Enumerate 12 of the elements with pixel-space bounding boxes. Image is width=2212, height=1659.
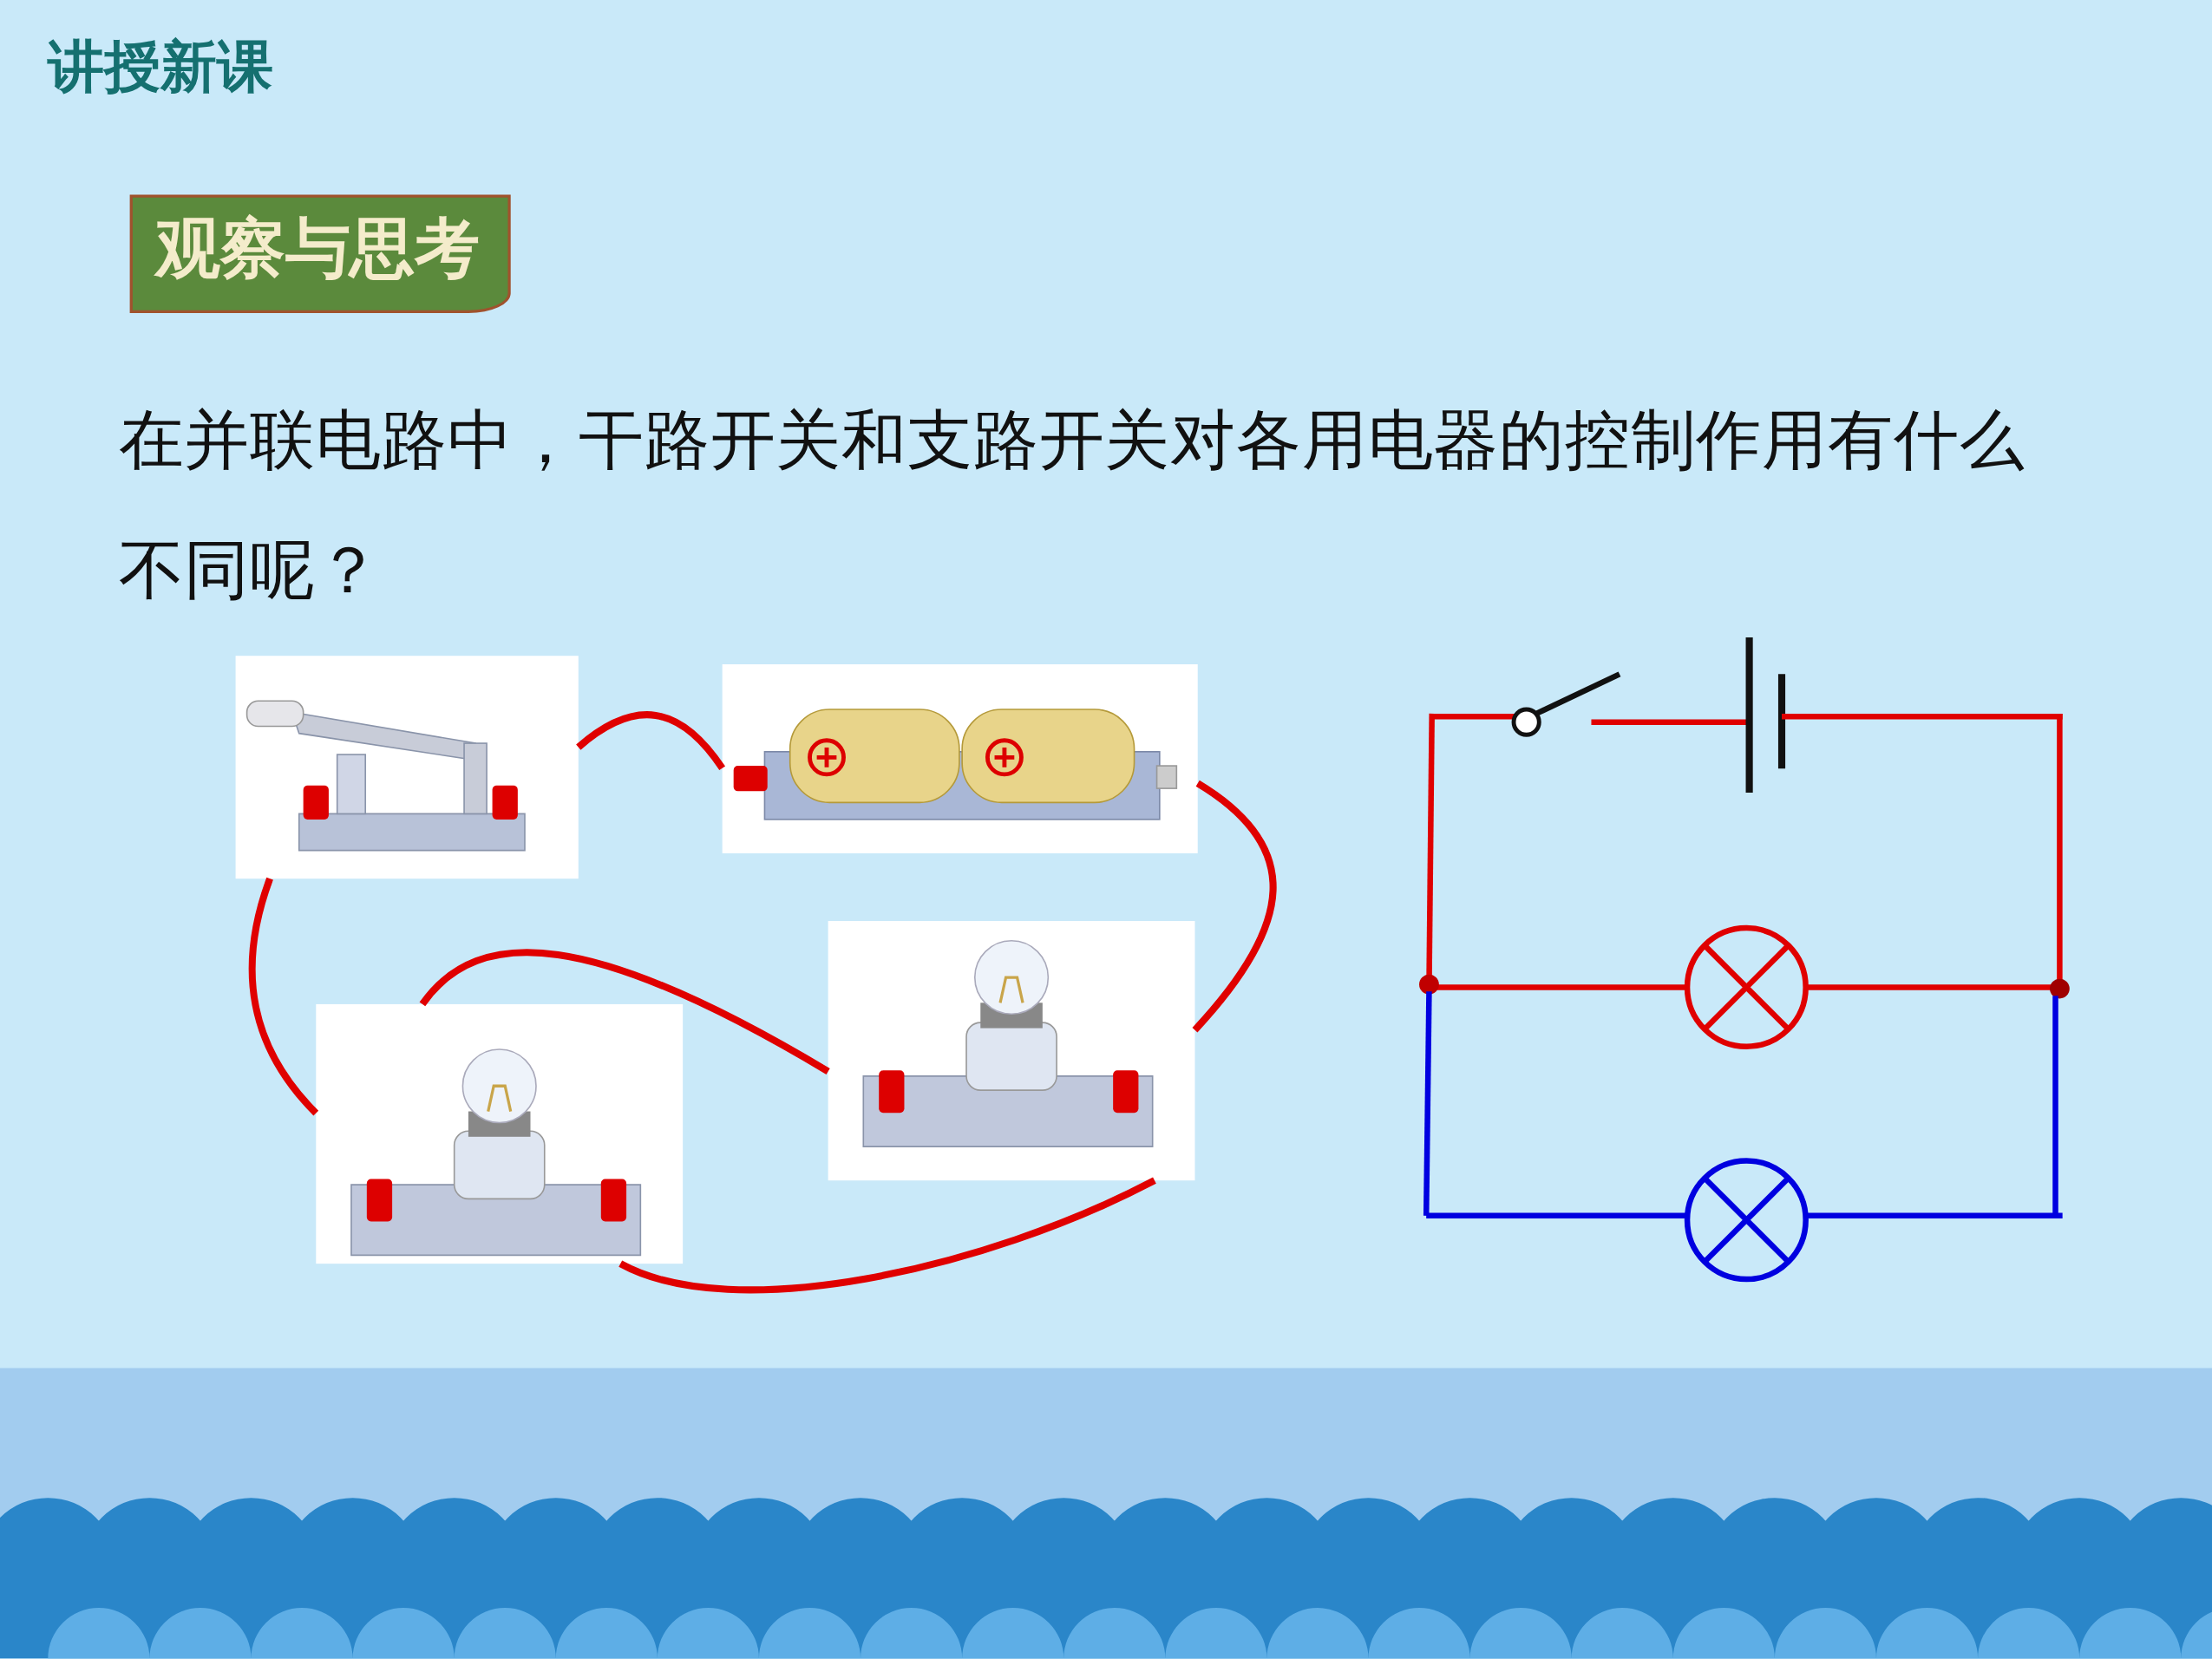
- question-text: 在并联电路中，干路开关和支路开关对各用电器的控制作用有什么不同呢？: [118, 401, 2026, 610]
- photo-panel: [722, 664, 1198, 853]
- wire: [1192, 780, 1277, 1033]
- wire: [618, 1177, 1156, 1293]
- section-banner: 观察与思考: [129, 194, 511, 314]
- slide-title: 讲授新课: [48, 33, 274, 101]
- photo-panel: [316, 1003, 684, 1264]
- wire: [576, 711, 725, 771]
- photo-panel: [235, 656, 579, 879]
- wire: [248, 877, 319, 1116]
- photo-panel: [828, 920, 1195, 1181]
- wire: [419, 949, 830, 1075]
